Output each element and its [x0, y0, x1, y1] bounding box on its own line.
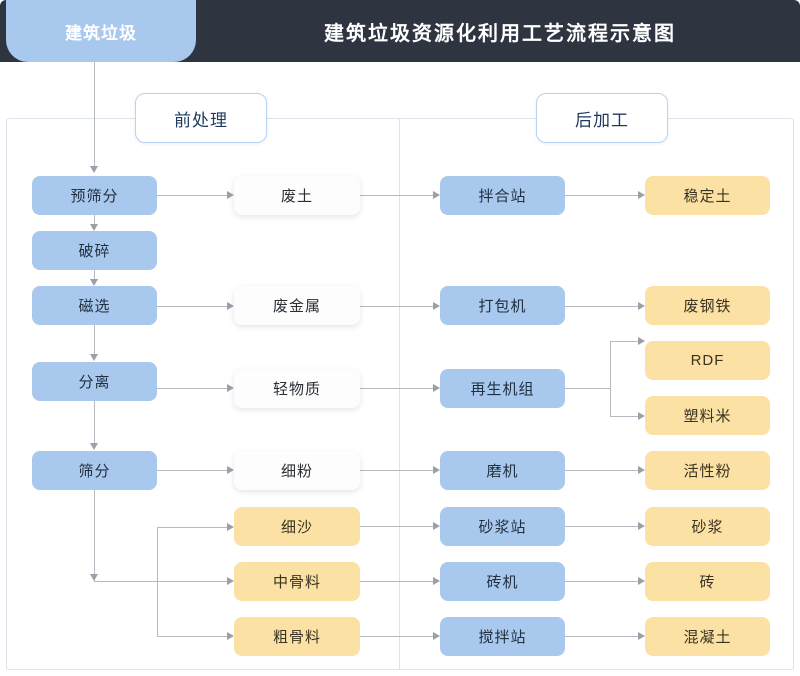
node-preseparation[interactable]: 预筛分 [32, 176, 157, 215]
connector-aggregate-riser [157, 527, 158, 637]
arrow-to-fine-sand [227, 523, 234, 531]
arrow-c1-2 [90, 279, 98, 286]
connector-c1-5 [94, 490, 95, 581]
node-separation[interactable]: 分离 [32, 362, 157, 401]
node-fine-sand[interactable]: 细沙 [234, 507, 360, 546]
node-crushing[interactable]: 破碎 [32, 231, 157, 270]
arrow-fine-powder-to-mill [433, 466, 440, 474]
arrow-c1-4 [90, 443, 98, 450]
connector-c1-1 [94, 215, 95, 225]
node-mid-aggregate[interactable]: 中骨料 [234, 562, 360, 601]
arrow-c1-3 [90, 354, 98, 361]
node-brick-machine[interactable]: 砖机 [440, 562, 565, 601]
connector-mortar-station-to-mortar [565, 526, 640, 527]
arrow-preseparation-to-waste-soil [227, 191, 234, 199]
page-title: 建筑垃圾资源化利用工艺流程示意图 [324, 22, 676, 45]
connector-brick-machine-to-brick [565, 581, 640, 582]
connector-waste-soil-to-mixing [360, 195, 435, 196]
arrow-coarse-aggregate-to-mixer [433, 632, 440, 640]
connector-feed-vertical [94, 62, 95, 166]
arrow-to-mid-aggregate [227, 577, 234, 585]
arrow-mill-to-active-powder [638, 466, 645, 474]
arrow-feed-down [90, 166, 98, 173]
connector-mid-aggregate-to-brick-machine [360, 581, 435, 582]
connector-recycler-to-plastic [610, 416, 640, 417]
arrow-c1-1 [90, 224, 98, 231]
node-light-material[interactable]: 轻物质 [234, 369, 360, 408]
arrow-mixing-to-stabilized-soil [638, 191, 645, 199]
connector-recycler-to-rdf [610, 341, 640, 342]
arrow-light-material-to-recycler [433, 384, 440, 392]
section-header-preprocess: 前处理 [135, 93, 267, 143]
node-mortar[interactable]: 砂浆 [645, 507, 770, 546]
arrow-screening-to-fine-powder [227, 466, 234, 474]
connector-fine-powder-to-mill [360, 470, 435, 471]
node-mortar-station[interactable]: 砂浆站 [440, 507, 565, 546]
arrow-separation-to-light-material [227, 384, 234, 392]
connector-preseparation-to-waste-soil [157, 195, 229, 196]
arrow-fine-sand-to-mortar-station [433, 522, 440, 530]
section-divider [399, 118, 400, 670]
connector-recycler-riser [610, 341, 611, 416]
node-active-powder[interactable]: 活性粉 [645, 451, 770, 490]
node-rdf[interactable]: RDF [645, 341, 770, 380]
section-header-postprocess: 后加工 [536, 93, 668, 143]
connector-baler-to-scrap-steel [565, 306, 640, 307]
arrow-recycler-to-rdf [638, 337, 645, 345]
node-concrete-mixing-station[interactable]: 搅拌站 [440, 617, 565, 656]
node-brick[interactable]: 砖 [645, 562, 770, 601]
node-mill[interactable]: 磨机 [440, 451, 565, 490]
node-plastic-pellets[interactable]: 塑料米 [645, 396, 770, 435]
arrow-mid-aggregate-to-brick-machine [433, 577, 440, 585]
header-bar: 建筑垃圾 建筑垃圾资源化利用工艺流程示意图 [0, 0, 800, 62]
node-scrap-steel[interactable]: 废钢铁 [645, 286, 770, 325]
node-fine-powder[interactable]: 细粉 [234, 451, 360, 490]
arrow-baler-to-scrap-steel [638, 302, 645, 310]
node-waste-soil[interactable]: 废土 [234, 176, 360, 215]
connector-coarse-aggregate-to-mixer [360, 636, 435, 637]
connector-aggregate-top [157, 527, 229, 528]
node-concrete[interactable]: 混凝土 [645, 617, 770, 656]
arrow-waste-soil-to-mixing [433, 191, 440, 199]
node-stabilized-soil[interactable]: 稳定土 [645, 176, 770, 215]
arrow-mixer-to-concrete [638, 632, 645, 640]
node-baler[interactable]: 打包机 [440, 286, 565, 325]
arrow-to-coarse-aggregate [227, 632, 234, 640]
arrow-scrap-metal-to-baler [433, 302, 440, 310]
node-magnetic-separation[interactable]: 磁选 [32, 286, 157, 325]
connector-magnetic-to-scrap-metal [157, 306, 229, 307]
node-scrap-metal[interactable]: 废金属 [234, 286, 360, 325]
connector-c1-2 [94, 270, 95, 280]
connector-recycler-stem [565, 388, 610, 389]
arrow-mortar-station-to-mortar [638, 522, 645, 530]
connector-mixer-to-concrete [565, 636, 640, 637]
connector-mill-to-active-powder [565, 470, 640, 471]
connector-screening-to-fine-powder [157, 470, 229, 471]
connector-scrap-metal-to-baler [360, 306, 435, 307]
arrow-brick-machine-to-brick [638, 577, 645, 585]
arrow-recycler-to-plastic [638, 412, 645, 420]
node-screening[interactable]: 筛分 [32, 451, 157, 490]
arrow-magnetic-to-scrap-metal [227, 302, 234, 310]
connector-c1-4 [94, 401, 95, 444]
connector-fine-sand-to-mortar-station [360, 526, 435, 527]
connector-separation-to-light-material [157, 388, 229, 389]
node-coarse-aggregate[interactable]: 粗骨料 [234, 617, 360, 656]
connector-mixing-to-stabilized-soil [565, 195, 640, 196]
node-recycling-unit[interactable]: 再生机组 [440, 369, 565, 408]
arrow-c1-5 [90, 574, 98, 581]
connector-c1-3 [94, 325, 95, 355]
connector-light-material-to-recycler [360, 388, 435, 389]
brand-tab: 建筑垃圾 [6, 0, 196, 62]
connector-aggregate-bus [94, 581, 229, 582]
diagram-frame [6, 118, 794, 670]
node-mixing-station[interactable]: 拌合站 [440, 176, 565, 215]
connector-aggregate-bottom [157, 636, 229, 637]
